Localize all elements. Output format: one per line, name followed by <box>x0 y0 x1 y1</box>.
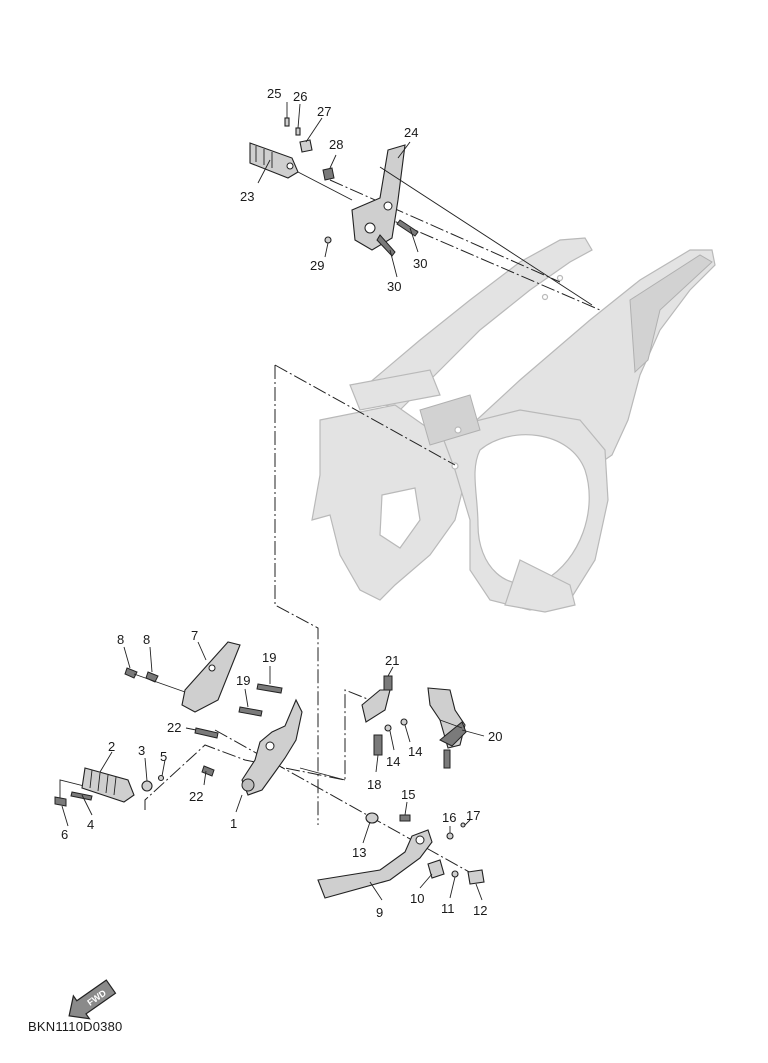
reference-lines <box>59 179 601 879</box>
callout-11: 11 <box>441 901 455 916</box>
callout-30b: 30 <box>387 279 401 294</box>
frame-illustration <box>311 237 716 613</box>
front-footrest-assembly <box>54 641 485 901</box>
callout-13: 13 <box>352 845 366 860</box>
callout-3: 3 <box>138 743 145 758</box>
callout-9: 9 <box>376 905 383 920</box>
callout-20: 20 <box>488 729 502 744</box>
callout-7: 7 <box>191 628 198 643</box>
callout-25: 25 <box>267 86 281 101</box>
callout-1: 1 <box>230 816 237 831</box>
callout-14a: 14 <box>408 744 422 759</box>
callout-28: 28 <box>329 137 343 152</box>
callout-29: 29 <box>310 258 324 273</box>
callout-27: 27 <box>317 104 331 119</box>
callout-23: 23 <box>240 189 254 204</box>
callout-22a: 22 <box>167 720 181 735</box>
callout-8b: 8 <box>143 632 150 647</box>
callout-21: 21 <box>385 653 399 668</box>
callout-15: 15 <box>401 787 415 802</box>
callout-24: 24 <box>404 125 418 140</box>
callout-19b: 19 <box>236 673 250 688</box>
callout-10: 10 <box>410 891 424 906</box>
fwd-arrow-icon: FWD <box>68 979 117 1020</box>
diagram-code: BKN1110D0380 <box>28 1019 123 1034</box>
rear-footrest-assembly <box>249 102 593 306</box>
callout-6: 6 <box>61 827 68 842</box>
callout-5: 5 <box>160 749 167 764</box>
callout-4: 4 <box>87 817 94 832</box>
callout-17: 17 <box>466 808 480 823</box>
callout-14b: 14 <box>386 754 400 769</box>
callout-22b: 22 <box>189 789 203 804</box>
callout-12: 12 <box>473 903 487 918</box>
callout-2: 2 <box>108 739 115 754</box>
callout-26: 26 <box>293 89 307 104</box>
callout-19a: 19 <box>262 650 276 665</box>
callout-30a: 30 <box>413 256 427 271</box>
callout-16: 16 <box>442 810 456 825</box>
callout-8a: 8 <box>117 632 124 647</box>
callout-18: 18 <box>367 777 381 792</box>
callouts: 25 26 27 24 28 23 29 30 30 8 8 7 19 19 2… <box>61 86 502 920</box>
